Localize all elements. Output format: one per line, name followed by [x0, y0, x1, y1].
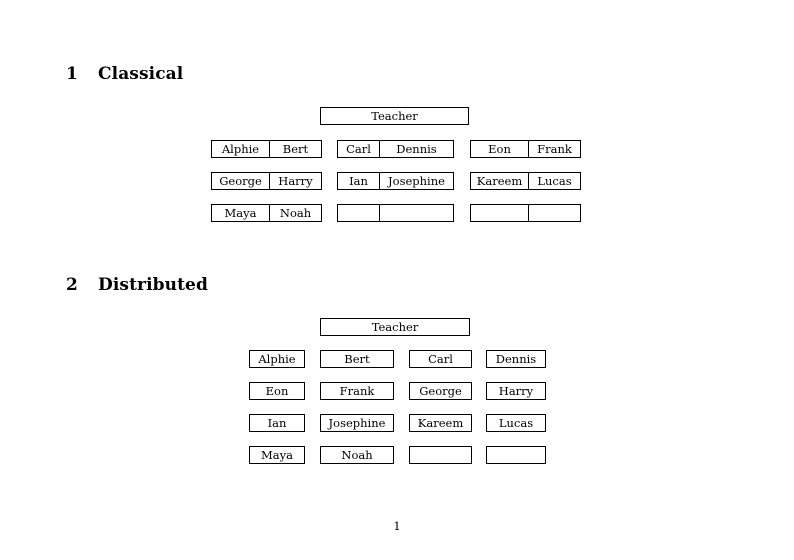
- classical-group-1-row-3: Maya Noah: [211, 204, 322, 222]
- classical-cell-harry: Harry: [269, 172, 322, 190]
- classical-cell-maya: Maya: [211, 204, 269, 222]
- page-number: 1: [393, 519, 401, 533]
- classical-cell-noah: Noah: [269, 204, 322, 222]
- classical-group-1-row-1: Alphie Bert: [211, 140, 322, 158]
- classical-group-2-row-3: [337, 204, 454, 222]
- classical-cell-george: George: [211, 172, 269, 190]
- distributed-cell-maya: Maya: [249, 446, 305, 464]
- distributed-cell-ian: Ian: [249, 414, 305, 432]
- section-heading-distributed: 2 Distributed: [66, 275, 208, 295]
- classical-cell-dennis: Dennis: [379, 140, 454, 158]
- section-number-1: 1: [66, 64, 78, 84]
- distributed-cell-bert: Bert: [320, 350, 394, 368]
- distributed-teacher-box: Teacher: [320, 318, 470, 336]
- distributed-cell-lucas: Lucas: [486, 414, 546, 432]
- classical-cell-carl: Carl: [337, 140, 379, 158]
- classical-cell-frank: Frank: [528, 140, 581, 158]
- classical-cell-ian: Ian: [337, 172, 379, 190]
- section-title-2: Distributed: [98, 275, 208, 295]
- classical-cell-josephine: Josephine: [379, 172, 454, 190]
- distributed-cell-josephine: Josephine: [320, 414, 394, 432]
- distributed-cell-noah: Noah: [320, 446, 394, 464]
- classical-group-3-row-3: [470, 204, 581, 222]
- distributed-cell-empty-2: [486, 446, 546, 464]
- classical-cell-bert: Bert: [269, 140, 322, 158]
- distributed-cell-empty-1: [409, 446, 472, 464]
- distributed-cell-eon: Eon: [249, 382, 305, 400]
- classical-cell-eon: Eon: [470, 140, 528, 158]
- classical-cell-empty-2: [379, 204, 454, 222]
- classical-cell-empty-3: [470, 204, 528, 222]
- classical-group-3-row-1: Eon Frank: [470, 140, 581, 158]
- section-heading-classical: 1 Classical: [66, 64, 183, 84]
- classical-cell-kareem: Kareem: [470, 172, 528, 190]
- classical-group-3-row-2: Kareem Lucas: [470, 172, 581, 190]
- classical-teacher-box: Teacher: [320, 107, 469, 125]
- distributed-cell-harry: Harry: [486, 382, 546, 400]
- classical-group-2-row-2: Ian Josephine: [337, 172, 454, 190]
- distributed-cell-frank: Frank: [320, 382, 394, 400]
- distributed-cell-dennis: Dennis: [486, 350, 546, 368]
- distributed-cell-kareem: Kareem: [409, 414, 472, 432]
- classical-cell-empty-4: [528, 204, 581, 222]
- classical-cell-lucas: Lucas: [528, 172, 581, 190]
- classical-cell-alphie: Alphie: [211, 140, 269, 158]
- distributed-cell-george: George: [409, 382, 472, 400]
- section-title-1: Classical: [98, 64, 184, 84]
- distributed-cell-carl: Carl: [409, 350, 472, 368]
- distributed-cell-alphie: Alphie: [249, 350, 305, 368]
- classical-group-1-row-2: George Harry: [211, 172, 322, 190]
- section-number-2: 2: [66, 275, 78, 295]
- classical-cell-empty-1: [337, 204, 379, 222]
- classical-group-2-row-1: Carl Dennis: [337, 140, 454, 158]
